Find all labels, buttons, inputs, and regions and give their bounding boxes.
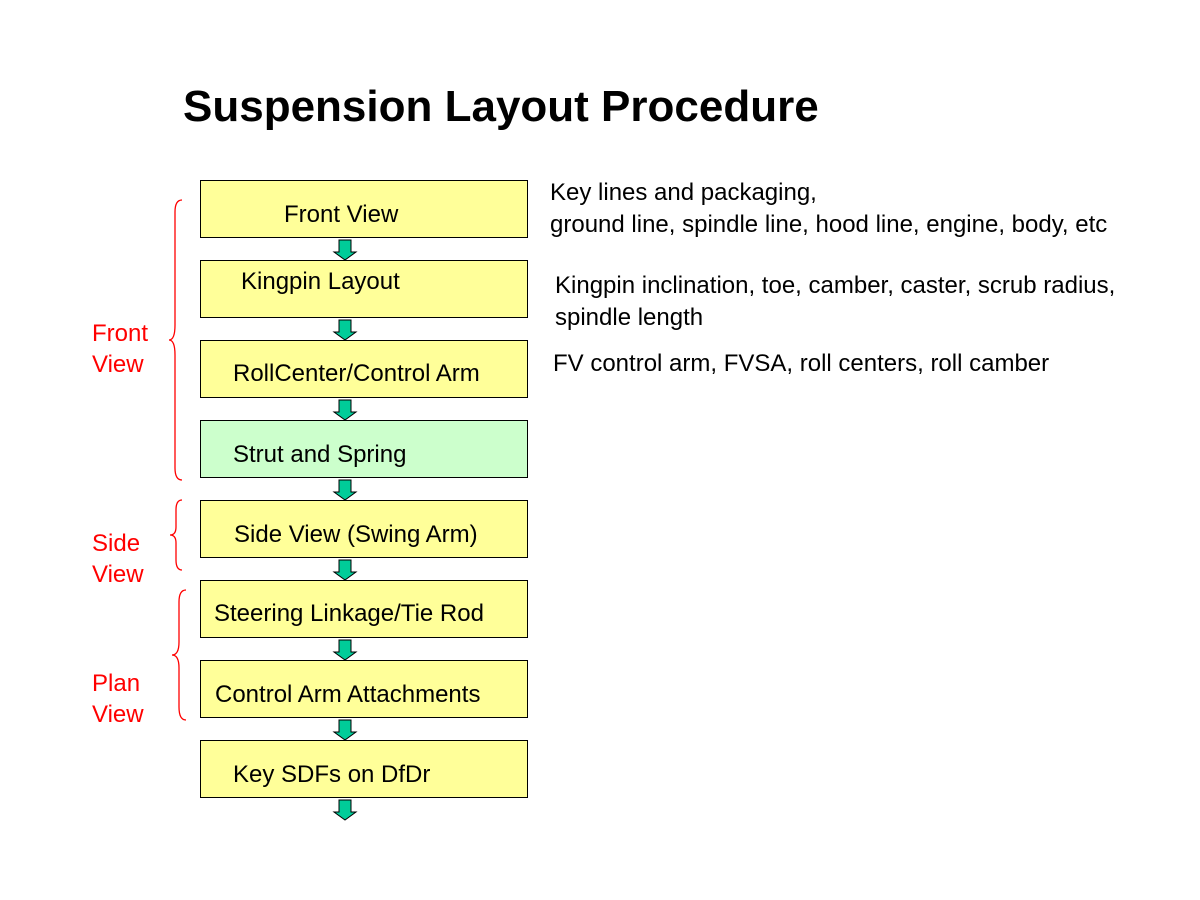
down-arrow-icon xyxy=(332,719,358,741)
step-label: Steering Linkage/Tie Rod xyxy=(214,600,484,627)
down-arrow-icon xyxy=(332,239,358,261)
group-label-line: Plan xyxy=(92,670,141,697)
group-label-line: View xyxy=(92,701,144,728)
group-label-line: Side xyxy=(92,530,141,557)
step-box-strut-and-spring: Strut and Spring xyxy=(200,420,528,478)
down-arrow-icon xyxy=(332,639,358,661)
step-label: Strut and Spring xyxy=(233,441,407,468)
step-label: Control Arm Attachments xyxy=(215,681,481,708)
note-front-view: Key lines and packaging, ground line, sp… xyxy=(550,177,1107,241)
note-line: ground line, spindle line, hood line, en… xyxy=(550,211,1108,238)
note-rollcenter: FV control arm, FVSA, roll centers, roll… xyxy=(553,348,1049,380)
step-box-control-arm-attachments: Control Arm Attachments xyxy=(200,660,528,718)
step-label: Key SDFs on DfDr xyxy=(233,761,431,788)
group-label-line: Front xyxy=(92,320,149,347)
note-line: Kingpin inclination, toe, camber, caster… xyxy=(555,272,1116,299)
down-arrow-icon xyxy=(332,479,358,501)
step-box-side-view-swing-arm: Side View (Swing Arm) xyxy=(200,500,528,558)
step-box-kingpin-layout: Kingpin Layout xyxy=(200,260,528,318)
down-arrow-icon xyxy=(332,319,358,341)
step-label: Kingpin Layout xyxy=(241,268,400,295)
step-box-key-sdfs-on-dfdr: Key SDFs on DfDr xyxy=(200,740,528,798)
brace-side-view xyxy=(169,499,183,571)
step-box-steering-linkage-tie-rod: Steering Linkage/Tie Rod xyxy=(200,580,528,638)
step-label: Front View xyxy=(284,201,399,228)
note-line: spindle length xyxy=(555,304,704,331)
group-label-line: View xyxy=(92,561,144,588)
group-label-side-view: Side View xyxy=(92,528,144,590)
step-box-front-view: Front View xyxy=(200,180,528,238)
step-label: Side View (Swing Arm) xyxy=(234,521,478,548)
note-line: Key lines and packaging, xyxy=(550,179,817,206)
group-braces xyxy=(168,199,187,721)
step-box-rollcenter-control-arm: RollCenter/Control Arm xyxy=(200,340,528,398)
brace-front-view xyxy=(168,199,183,481)
group-label-plan-view: Plan View xyxy=(92,668,144,730)
step-label: RollCenter/Control Arm xyxy=(233,360,480,387)
down-arrow-icon xyxy=(332,799,358,821)
note-kingpin-layout: Kingpin inclination, toe, camber, caster… xyxy=(555,270,1115,334)
down-arrow-icon xyxy=(332,559,358,581)
group-label-line: View xyxy=(92,351,144,378)
group-label-front-view: Front View xyxy=(92,318,148,380)
note-line: FV control arm, FVSA, roll centers, roll… xyxy=(553,350,1050,377)
down-arrow-icon xyxy=(332,399,358,421)
page-title: Suspension Layout Procedure xyxy=(183,82,819,131)
brace-plan-view xyxy=(171,589,187,721)
